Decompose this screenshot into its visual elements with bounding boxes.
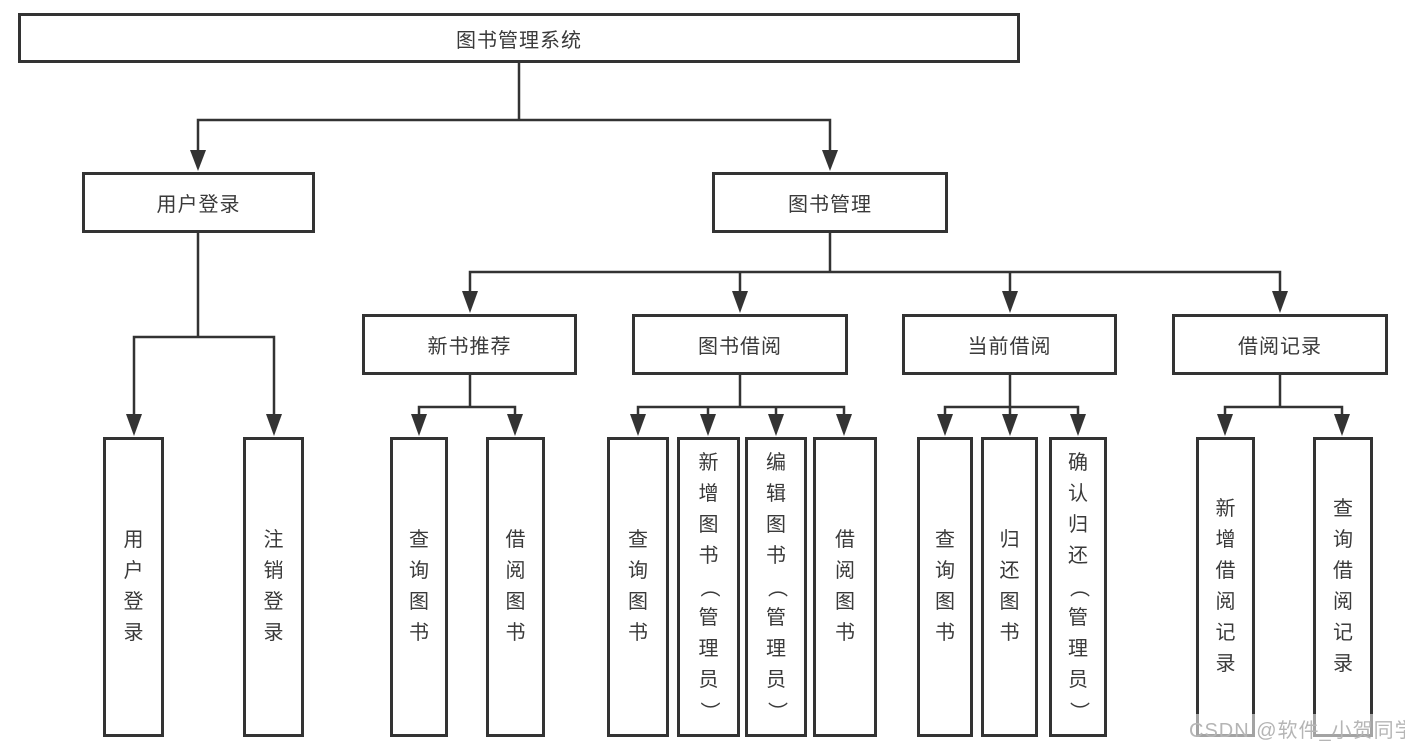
node-leaf-bb-edit-book: 编辑图书（管理员）	[745, 437, 807, 737]
node-leaf-cb-query-book: 查询图书	[917, 437, 973, 737]
node-leaf-logout: 注销登录	[243, 437, 304, 737]
node-borrowing-records: 借阅记录	[1172, 314, 1388, 375]
node-leaf-user-login: 用户登录	[103, 437, 164, 737]
node-leaf-rec-borrow-book: 借阅图书	[486, 437, 545, 737]
node-leaf-bb-add-book: 新增图书（管理员）	[677, 437, 740, 737]
node-book-management: 图书管理	[712, 172, 948, 233]
node-user-login-group: 用户登录	[82, 172, 315, 233]
node-leaf-br-add-record: 新增借阅记录	[1196, 437, 1255, 737]
node-leaf-br-query-record: 查询借阅记录	[1313, 437, 1373, 737]
node-leaf-cb-confirm-return: 确认归还（管理员）	[1049, 437, 1107, 737]
node-leaf-bb-query-book: 查询图书	[607, 437, 669, 737]
node-new-book-recommend: 新书推荐	[362, 314, 577, 375]
node-book-borrowing: 图书借阅	[632, 314, 848, 375]
node-leaf-bb-borrow-book: 借阅图书	[813, 437, 877, 737]
node-leaf-cb-return-book: 归还图书	[981, 437, 1038, 737]
node-leaf-rec-query-book: 查询图书	[390, 437, 448, 737]
node-library-management-system: 图书管理系统	[18, 13, 1020, 63]
node-current-borrowing: 当前借阅	[902, 314, 1117, 375]
csdn-watermark: CSDN @软件_小贺同学	[1186, 714, 1405, 743]
